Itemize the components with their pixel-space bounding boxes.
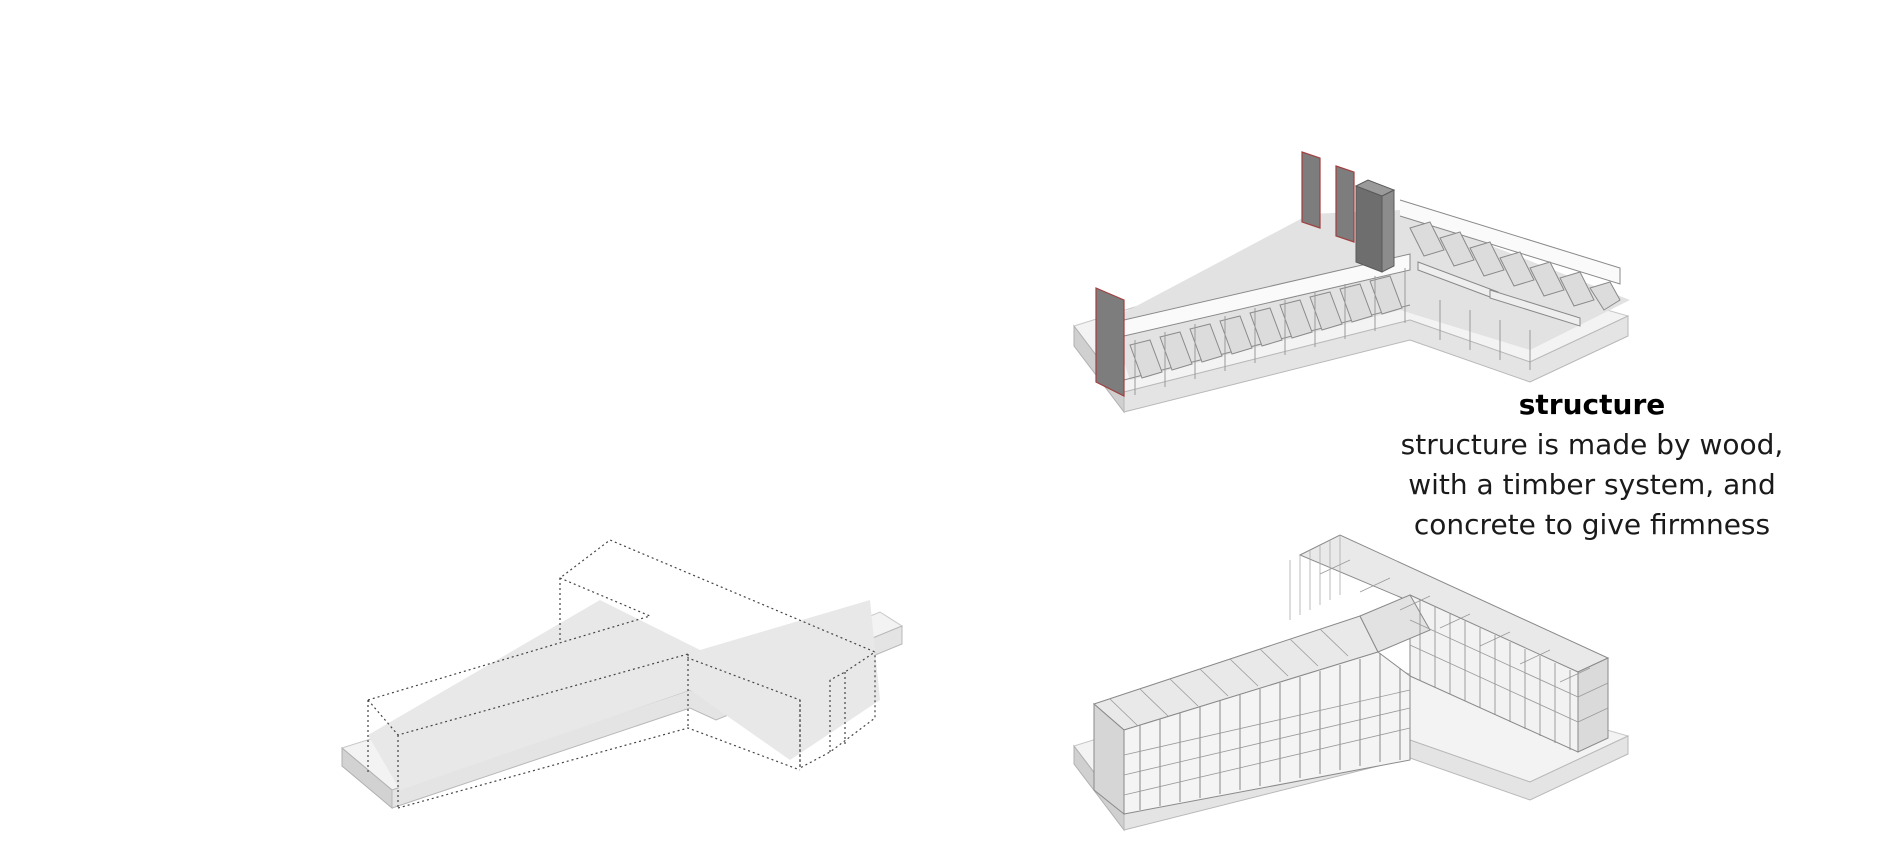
frame-upper-lattice (1289, 535, 1341, 620)
frame-floor-lines-rear (1409, 619, 1609, 723)
massing-diagram (340, 539, 904, 810)
caption-line-3: concrete to give firmness (1413, 508, 1771, 541)
frame-studs-front (1139, 653, 1401, 810)
frame-floor-lines-front (1123, 689, 1411, 796)
concrete-core-4-side (1355, 185, 1383, 273)
frame-rafters (1109, 559, 1591, 727)
concrete-core-4-top (1354, 179, 1396, 197)
concrete-core-3 (1335, 165, 1355, 243)
caption-line-2: with a timber system, and (1408, 468, 1776, 501)
structure-cores (1095, 151, 1396, 397)
massing-footprint (368, 600, 880, 790)
massing-outline (367, 539, 877, 809)
concrete-core-2 (1301, 151, 1321, 229)
timber-frame-diagram (1073, 534, 1630, 832)
concrete-core-1 (1095, 287, 1125, 397)
structure-partitions-front (1123, 253, 1411, 381)
frame-joint-roof (1359, 594, 1431, 653)
concrete-core-4-front (1381, 189, 1395, 273)
structure-timber-front (1134, 268, 1531, 395)
structure-partitions-rear (1399, 199, 1621, 327)
structure-diagram (1073, 151, 1630, 414)
frame-studs-rear (1419, 600, 1571, 750)
caption-line-1: structure is made by wood, (1400, 428, 1784, 461)
frame-front-end (1093, 702, 1125, 816)
structure-caption: structure structure is made by wood, wit… (1352, 385, 1832, 545)
structure-slab-front (1123, 315, 1629, 413)
frame-rear-end (1577, 657, 1609, 753)
caption-title: structure (1518, 388, 1666, 421)
